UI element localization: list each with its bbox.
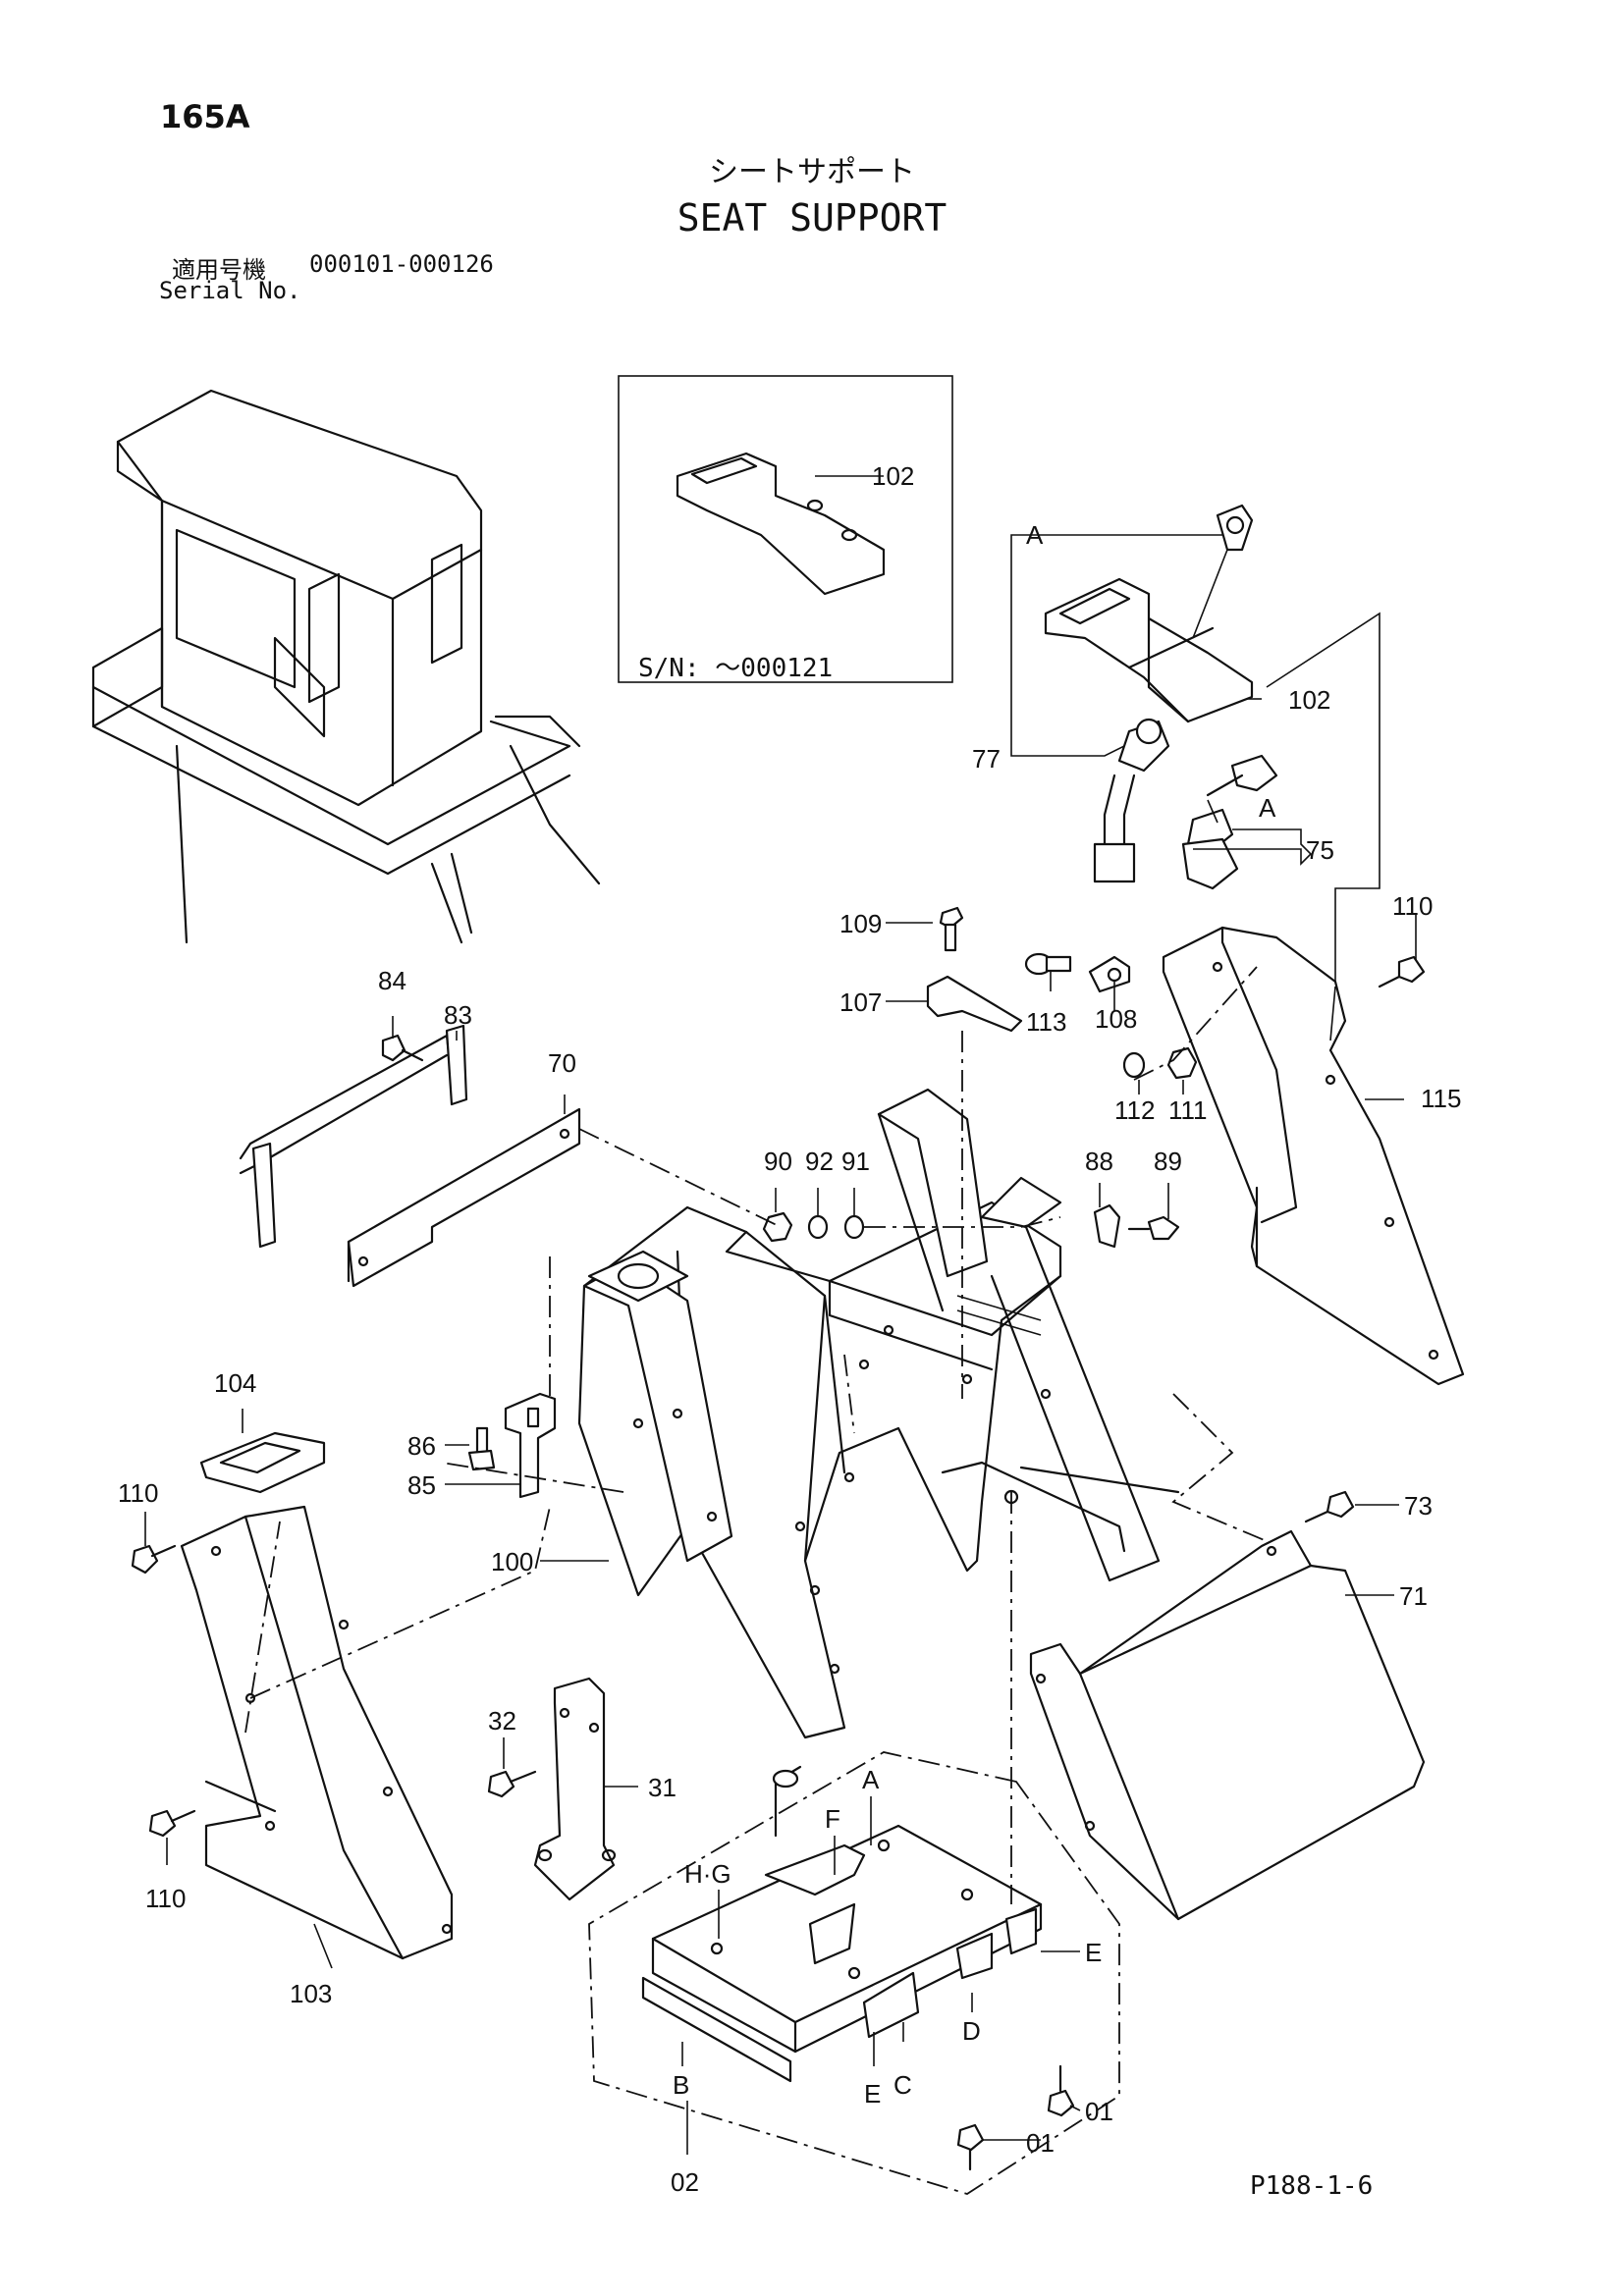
callout-108: 108 [1095,1004,1137,1034]
callout-C: C [893,2070,912,2100]
machine-overview-drawing [91,389,601,944]
callout-92: 92 [805,1147,834,1176]
callout-100: 100 [491,1547,533,1576]
serial-label-japanese: 適用号機 [172,256,266,284]
callout-70: 70 [548,1048,576,1078]
callout-E-right: E [1085,1938,1102,1967]
callout-115: 115 [1421,1084,1461,1113]
callout-110-bottom: 110 [145,1884,186,1913]
callout-71: 71 [1399,1581,1428,1611]
callout-88: 88 [1085,1147,1113,1176]
callout-A-key: A [1259,793,1276,823]
hardware-fasteners [131,906,1426,2171]
callout-104: 104 [214,1368,256,1398]
callout-A: A [1026,520,1044,550]
callout-89: 89 [1154,1147,1182,1176]
title-japanese: シートサポート [709,155,915,189]
serial-range: 000101-000126 [309,250,494,278]
callout-86: 86 [407,1431,436,1461]
leader-lines [144,475,1417,2155]
bracket-85 [504,1392,557,1499]
inset-serial-note: S/N: ～000121 [638,654,834,683]
callout-labels: 102 A 102 77 A 75 110 115 109 107 113 10… [118,461,1461,2197]
callout-111: 111 [1168,1095,1208,1125]
callout-A-slide: A [862,1765,880,1794]
callout-110-mid: 110 [118,1478,158,1508]
callout-77: 77 [972,744,1001,774]
cover-103 [180,1431,454,1960]
callout-83: 83 [444,1000,472,1030]
callout-01-right: 01 [1085,2097,1113,2126]
callout-110-top: 110 [1392,891,1433,921]
callout-02: 02 [671,2167,699,2197]
callout-H-G: H·G [684,1859,731,1889]
callout-90: 90 [764,1147,792,1176]
callout-103: 103 [290,1979,332,2008]
inset-box [618,375,953,683]
page-number: 165A [160,98,250,135]
slide-assembly-02 [588,1751,1120,2195]
cover-71 [1029,1529,1426,1921]
bracket-31 [533,1677,617,1901]
main-frame-100 [577,1088,1180,1739]
callout-107: 107 [839,988,882,1017]
serial-label: Serial No. [159,277,301,304]
callout-B: B [673,2070,689,2100]
callout-102-inset: 102 [872,461,914,491]
callout-109: 109 [839,909,882,938]
bracket-102-assembly [1044,504,1278,890]
alignment-lines [244,966,1268,1904]
callout-84: 84 [378,966,406,995]
callout-102: 102 [1288,685,1330,715]
callout-112: 112 [1114,1095,1155,1125]
cover-115 [1162,926,1465,1386]
page-code: P188-1-6 [1250,2171,1374,2201]
callout-E-bottom: E [864,2079,881,2109]
plate-70 [239,1024,581,1288]
callout-31: 31 [648,1773,677,1802]
page-title: SEAT SUPPORT [677,196,947,240]
callout-D: D [962,2016,981,2046]
callout-01-bottom: 01 [1026,2128,1055,2158]
callout-32: 32 [488,1706,516,1735]
callout-85: 85 [407,1470,436,1500]
callout-75: 75 [1306,835,1334,865]
callout-F: F [825,1804,840,1834]
callout-73: 73 [1404,1491,1433,1521]
callout-113: 113 [1026,1007,1066,1037]
callout-91: 91 [841,1147,870,1176]
